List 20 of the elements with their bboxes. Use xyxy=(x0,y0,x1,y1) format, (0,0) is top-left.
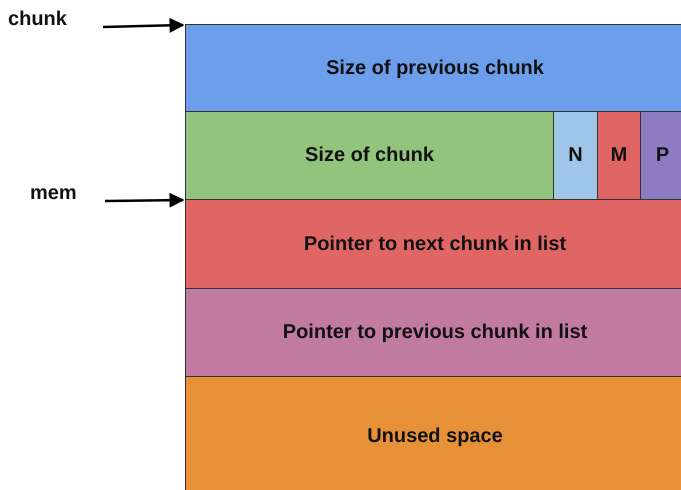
field-label: Pointer to previous chunk in list xyxy=(282,321,588,344)
field-label: Size of chunk xyxy=(305,144,434,167)
memory-field xyxy=(185,199,681,289)
memory-field xyxy=(185,111,554,200)
field-label: Unused space xyxy=(367,424,503,448)
field-label: P xyxy=(656,144,670,167)
arrow xyxy=(102,18,184,33)
memory-field xyxy=(553,111,598,200)
memory-field xyxy=(640,111,681,200)
field-label: N xyxy=(568,144,583,167)
field-label: Pointer to next chunk in list xyxy=(304,232,566,256)
memory-field xyxy=(185,24,681,112)
arrow xyxy=(104,192,184,208)
memory-field xyxy=(185,288,681,377)
field-label: M xyxy=(610,144,628,167)
field-label: Size of previous chunk xyxy=(326,56,544,80)
pointer-label: chunk xyxy=(8,6,88,32)
pointer-label: mem xyxy=(30,180,90,206)
memory-field xyxy=(185,376,681,490)
memory-field xyxy=(597,111,641,200)
